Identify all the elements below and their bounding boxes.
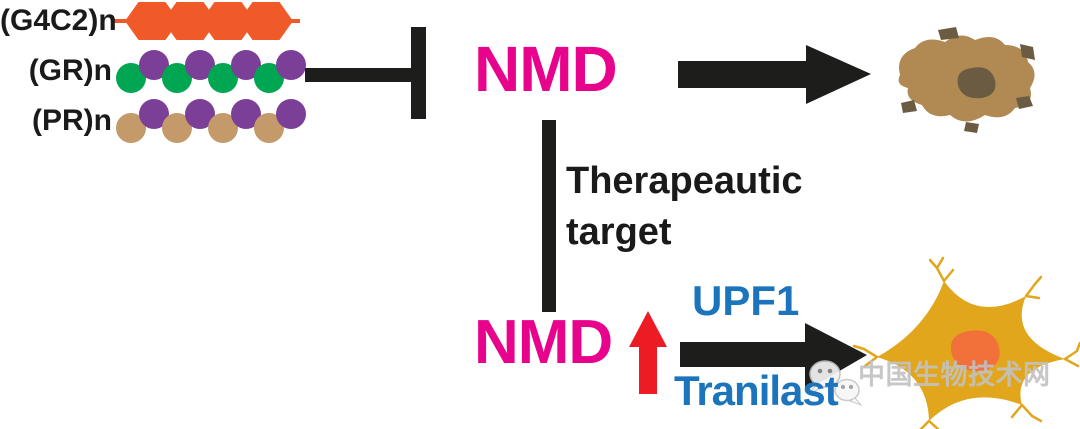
therapeutic-target-line2: target [566, 211, 672, 253]
label-gr: (GR)n [28, 54, 112, 87]
g4c2-hexagon-chain-icon [114, 2, 300, 40]
upf1-label: UPF1 [692, 277, 800, 324]
therapeutic-target-line1: Therapeautic [566, 160, 803, 202]
nmd-label-top: NMD [474, 33, 618, 105]
arrow-right-bottom-icon [680, 323, 867, 391]
label-g4c2: (G4C2)n [0, 4, 117, 37]
watermark-text: 中国生物技术网 [858, 360, 1051, 390]
therapeutic-target-label: Therapeautic target [566, 156, 803, 258]
dying-cell-illustration [898, 27, 1035, 133]
wechat-icon [808, 360, 863, 407]
label-pr: (PR)n [32, 104, 112, 137]
arrow-right-top-icon [678, 45, 871, 104]
tranilast-label: Tranilast [674, 367, 839, 414]
up-arrow-icon [629, 311, 667, 394]
pr-bead-chain-icon [116, 99, 306, 143]
gr-bead-chain-icon [116, 50, 306, 93]
healthy-neuron-illustration [852, 256, 1080, 429]
nmd-label-bottom: NMD [474, 308, 613, 377]
inhibition-tbar-icon [305, 27, 426, 119]
therapeutic-target-line [542, 120, 556, 312]
